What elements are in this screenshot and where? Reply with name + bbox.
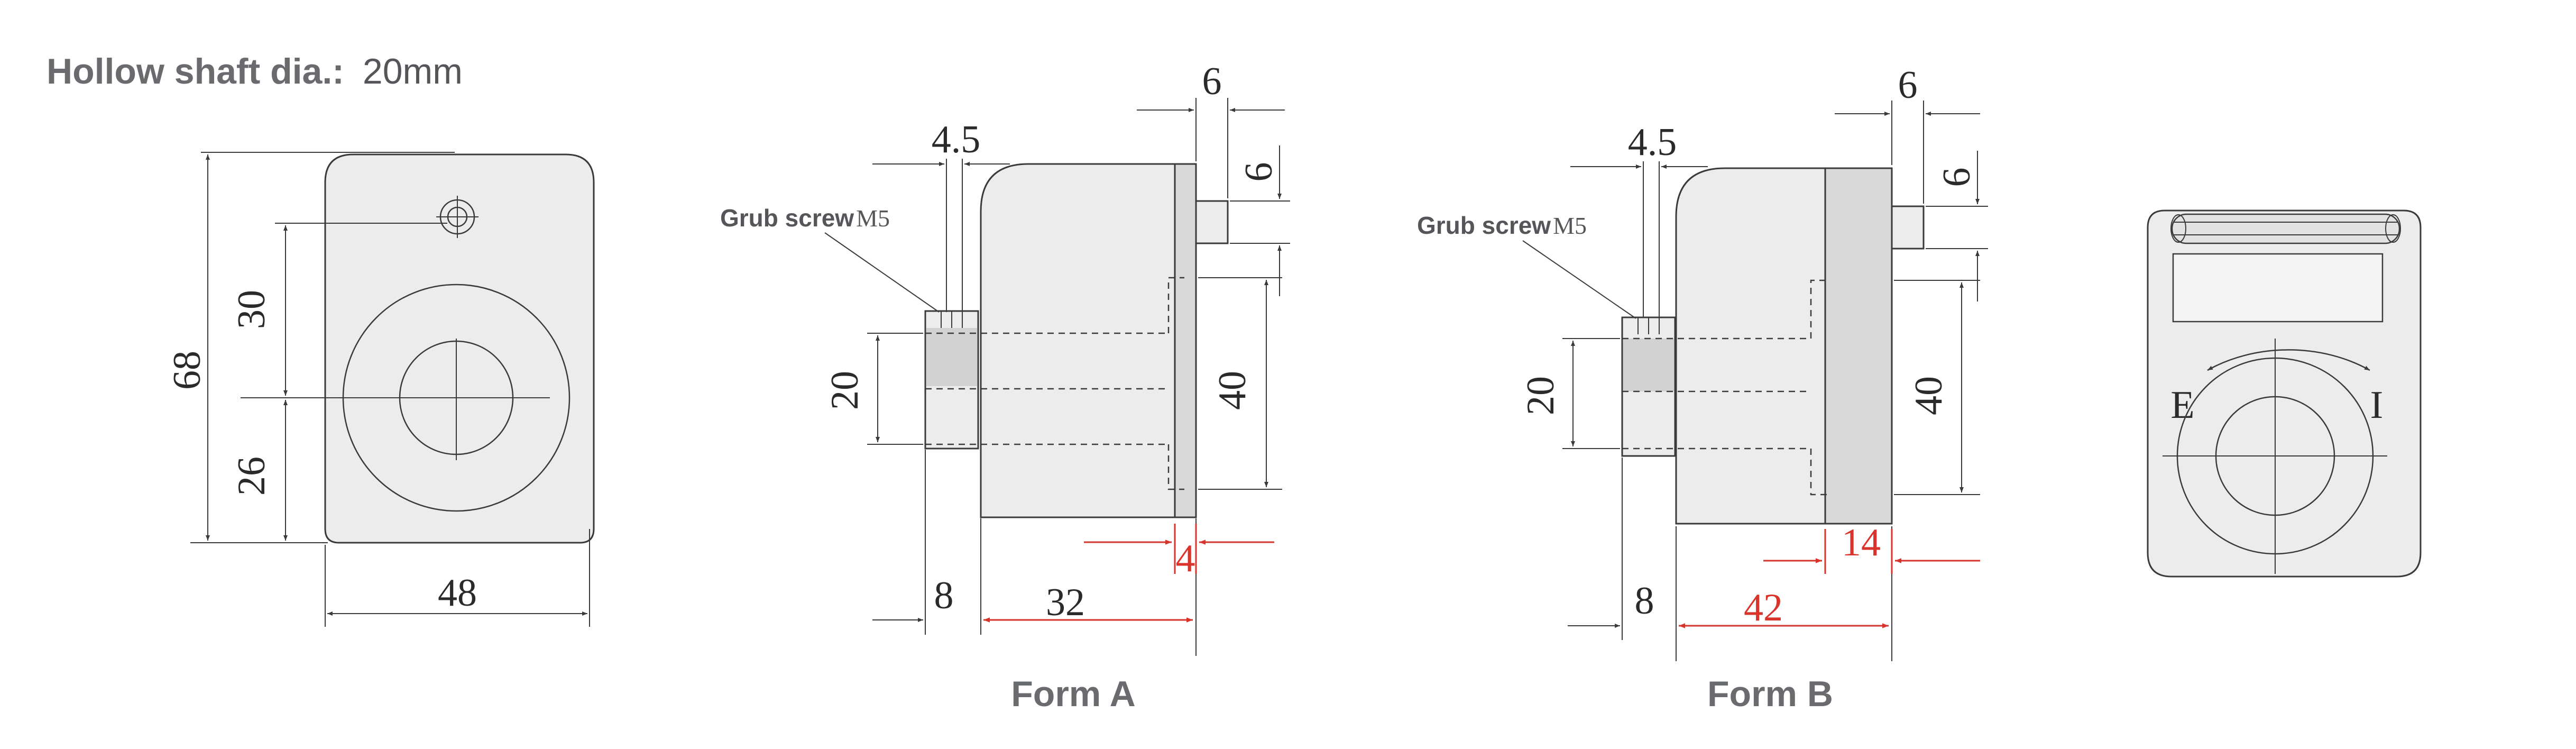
dim-height-total: 68 — [165, 351, 209, 390]
form-b-label: Form B — [1707, 674, 1833, 714]
svg-text:Grub screw M5: Grub screw M5 — [720, 204, 890, 232]
form-b-callout-thread: M5 — [1553, 212, 1587, 239]
form-a-dim-bore: 20 — [823, 371, 867, 410]
knob-display-window — [2172, 253, 2384, 323]
form-a-dim-shaft-side: 6 — [1237, 162, 1281, 182]
dim-width: 48 — [438, 571, 477, 615]
svg-text:Hollow shaft dia.: 20mm: Hollow shaft dia.: 20mm — [47, 51, 463, 92]
svg-text:Grub screw M5: Grub screw M5 — [1417, 212, 1587, 239]
form-a-label: Form A — [1011, 674, 1135, 714]
form-b-flange — [1824, 167, 1893, 525]
front-body-outline — [324, 153, 595, 544]
header: Hollow shaft dia.: 20mm — [47, 51, 463, 92]
form-b-dim-shaft-top: 6 — [1898, 63, 1918, 107]
form-b-shaft — [1891, 205, 1925, 250]
knob-view: E I — [2147, 209, 2422, 578]
form-a-dim-flange: 40 — [1211, 371, 1254, 410]
header-label: Hollow shaft dia.: — [47, 51, 344, 92]
form-b-callout: Grub screw — [1417, 212, 1551, 239]
form-a-dim-body: 32 — [1046, 581, 1085, 624]
form-a-callout-thread: M5 — [856, 205, 890, 232]
front-view: 68 30 26 48 — [165, 152, 595, 627]
form-b-view: Grub screw M5 4.5 6 6 20 40 — [1417, 63, 1988, 714]
knob-top-grip — [2171, 213, 2400, 244]
form-b-body — [1675, 167, 1826, 525]
form-b-leader — [1522, 240, 1636, 319]
form-b-dim-flange: 40 — [1907, 376, 1951, 415]
form-a-shaft — [1195, 200, 1229, 244]
header-value: 20mm — [363, 51, 463, 92]
form-a-flange — [1174, 163, 1197, 518]
dim-lower: 26 — [230, 456, 273, 496]
form-a-dim-shaft-top: 6 — [1202, 60, 1222, 103]
form-b-dim-shaft-side: 6 — [1935, 168, 1979, 187]
form-a-leader — [824, 232, 940, 313]
form-b-dim-body: 42 — [1744, 586, 1783, 629]
form-a-body — [980, 163, 1176, 518]
form-a-callout: Grub screw — [720, 204, 854, 232]
form-a-dim-screw: 4.5 — [932, 118, 981, 161]
knob-label-right: I — [2370, 383, 2384, 427]
form-b-dim-flange-thk: 14 — [1842, 521, 1881, 564]
form-a-dim-collar: 8 — [934, 574, 954, 617]
form-b-dim-collar: 8 — [1635, 579, 1654, 623]
form-a-view: Grub screw M5 4.5 6 6 20 40 — [720, 60, 1290, 714]
form-a-dim-flange-thk: 4 — [1176, 537, 1195, 580]
form-b-dim-screw: 4.5 — [1628, 121, 1677, 164]
form-b-dim-bore: 20 — [1519, 376, 1562, 415]
knob-label-left: E — [2170, 383, 2194, 427]
dim-upper: 30 — [230, 290, 273, 329]
knob-rotation-arrow — [2207, 349, 2370, 371]
